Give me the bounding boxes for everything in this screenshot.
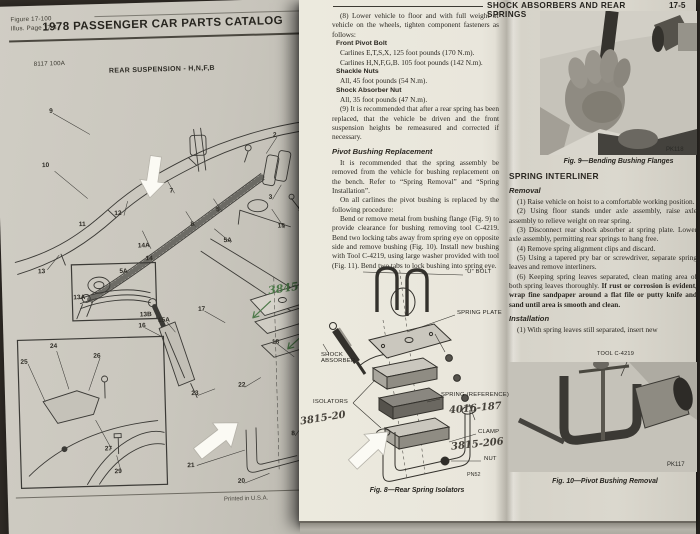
- part-callout-26: 26: [93, 352, 101, 360]
- part-callout-18: 18: [271, 338, 280, 346]
- paragraph-9: (9) It is recommended that after a rear …: [332, 104, 499, 142]
- fig8-photo-code: PN52: [467, 472, 481, 478]
- part-callout-21: 21: [187, 462, 195, 470]
- header-rule: [333, 6, 483, 7]
- fig8-label-isolators: ISOLATORS: [313, 399, 348, 405]
- part-callout-14A: 14A: [137, 242, 150, 250]
- part-callout-16: 16: [138, 322, 146, 330]
- underlying-page-edge: [300, 523, 696, 534]
- part-callout-23: 23: [191, 389, 199, 398]
- fig8-label-clamp: CLAMP: [478, 429, 500, 435]
- part-callout-15: 15: [277, 222, 286, 230]
- spec-shackle-label: Shackle Nuts: [336, 68, 379, 76]
- part-callout-11: 11: [78, 220, 86, 229]
- part-callout-10: 10: [41, 161, 50, 170]
- removal-step-3: (3) Disconnect rear shock absorber at sp…: [509, 225, 697, 244]
- spec-shock-label: Shock Absorber Nut: [336, 86, 402, 94]
- fig8-label-spring-reference: SPRING (REFERENCE): [441, 392, 510, 398]
- callout-layer: 91011121314A145A155782355A13A13B1615A171…: [0, 0, 342, 534]
- fig8-label-spring-plate: SPRING PLATE: [457, 310, 502, 316]
- spring-interliner-heading: SPRING INTERLINER: [509, 171, 599, 181]
- spec-front-pivot-2: Carlines H,N,F,G,B. 105 foot pounds (142…: [340, 57, 483, 67]
- part-callout-29: 29: [114, 468, 122, 476]
- removal-step-4: (4) Remove spring alignment clips and di…: [517, 243, 656, 253]
- fig8-exploded-drawing: [322, 263, 481, 482]
- spec-front-pivot-1: Carlines E,T,S,X, 125 foot pounds (170 N…: [340, 48, 475, 58]
- fig10-photo: PK117: [509, 362, 697, 472]
- part-callout-20: 20: [237, 477, 246, 485]
- removal-step-6: (6) Keeping spring leaves separated, cle…: [509, 272, 697, 309]
- catalog-page: Figure 17-100 Illus. Page 17-4 1978 PASS…: [0, 0, 342, 534]
- part-callout-27: 27: [104, 445, 113, 453]
- part-callout-13: 13: [37, 268, 46, 276]
- removal-heading: Removal: [509, 186, 541, 195]
- part-callout-24: 24: [49, 342, 58, 351]
- part-callout-13A: 13A: [73, 294, 86, 302]
- svg-text:PK117: PK117: [667, 462, 685, 468]
- installation-step-1: (1) With spring leaves still separated, …: [517, 325, 658, 335]
- pivot-bushing-para-1: It is recommended that the spring assemb…: [332, 157, 499, 195]
- fig8-caption: Fig. 8—Rear Spring Isolators: [369, 487, 465, 494]
- heading-pivot-bushing: Pivot Bushing Replacement: [332, 146, 433, 156]
- pivot-bushing-para-2: On all carlines the pivot bushing is rep…: [332, 195, 499, 214]
- removal-step-6-bold: If rust or corrosion is evident, wrap fi…: [509, 281, 697, 309]
- fig9-caption: Fig. 9—Bending Bushing Flanges: [563, 158, 674, 165]
- removal-step-1: (1) Raise vehicle on hoist to a comforta…: [517, 197, 695, 206]
- fig8-label-shock-absorber: SHOCK ABSORBER: [321, 352, 356, 364]
- part-callout-12: 12: [114, 209, 122, 218]
- white-pointer-arrow-upper: [139, 155, 166, 199]
- white-pointer-arrow-isolators: [347, 431, 389, 470]
- white-pointer-arrow-lower: [192, 422, 239, 460]
- paragraph-8: (8) Lower vehicle to floor and with full…: [332, 11, 499, 39]
- removal-step-5: (5) Using a tapered pry bar or screwdriv…: [509, 253, 697, 272]
- part-callout-5: 5: [215, 206, 220, 214]
- part-callout-15A: 15A: [157, 316, 171, 324]
- part-callout-7: 7: [169, 187, 174, 195]
- part-callout-5A: 5A: [119, 267, 128, 276]
- part-callout-17: 17: [197, 305, 206, 313]
- fig8-label-u-bolt: “U” BOLT: [465, 269, 492, 275]
- fig10-caption: Fig. 10—Pivot Bushing Removal: [552, 478, 658, 485]
- part-callout-22: 22: [238, 381, 246, 389]
- part-callout-8: 8: [190, 220, 195, 229]
- part-callout-13B: 13B: [139, 311, 152, 319]
- installation-heading: Installation: [509, 314, 550, 324]
- manual-page: SHOCK ABSORBERS AND REAR SPRINGS 17-5 (8…: [299, 0, 697, 523]
- page-header: SHOCK ABSORBERS AND REAR SPRINGS: [487, 1, 626, 19]
- fig8-label-nut: NUT: [484, 456, 497, 462]
- left-column: (8) Lower vehicle to floor and with full…: [332, 11, 499, 270]
- pivot-bushing-para-3: Bend or remove metal from bushing flange…: [332, 213, 499, 270]
- printed-in-usa: Printed in U.S.A.: [223, 495, 269, 503]
- part-callout-8: 8: [291, 430, 296, 438]
- rear-suspension-diagram: [14, 113, 329, 489]
- right-column: PK118 Fig. 9—Bending Bushing Flanges SPR…: [509, 11, 697, 334]
- fig10-tool-label: TOOL C-4219: [597, 351, 635, 357]
- page-number: 17-5: [669, 1, 686, 10]
- spec-front-pivot-label: Front Pivot Bolt: [336, 40, 387, 48]
- spec-shackle-1: All, 45 foot pounds (54 N.m).: [340, 76, 428, 86]
- removal-step-2: (2) Using floor stands under axle assemb…: [509, 206, 697, 225]
- fig9-photo: PK118: [540, 11, 697, 155]
- part-callout-9: 9: [49, 107, 53, 115]
- part-callout-5A: 5A: [223, 236, 232, 245]
- removal-step-6-text: (6) Keeping spring leaves separated, cle…: [509, 271, 697, 291]
- part-callout-25: 25: [20, 358, 28, 366]
- spec-shock-1: All, 35 foot pounds (47 N.m).: [340, 95, 428, 105]
- svg-text:PK118: PK118: [666, 147, 684, 153]
- part-callout-2: 2: [272, 131, 277, 139]
- part-callout-14: 14: [145, 255, 153, 263]
- part-callout-3: 3: [268, 193, 273, 201]
